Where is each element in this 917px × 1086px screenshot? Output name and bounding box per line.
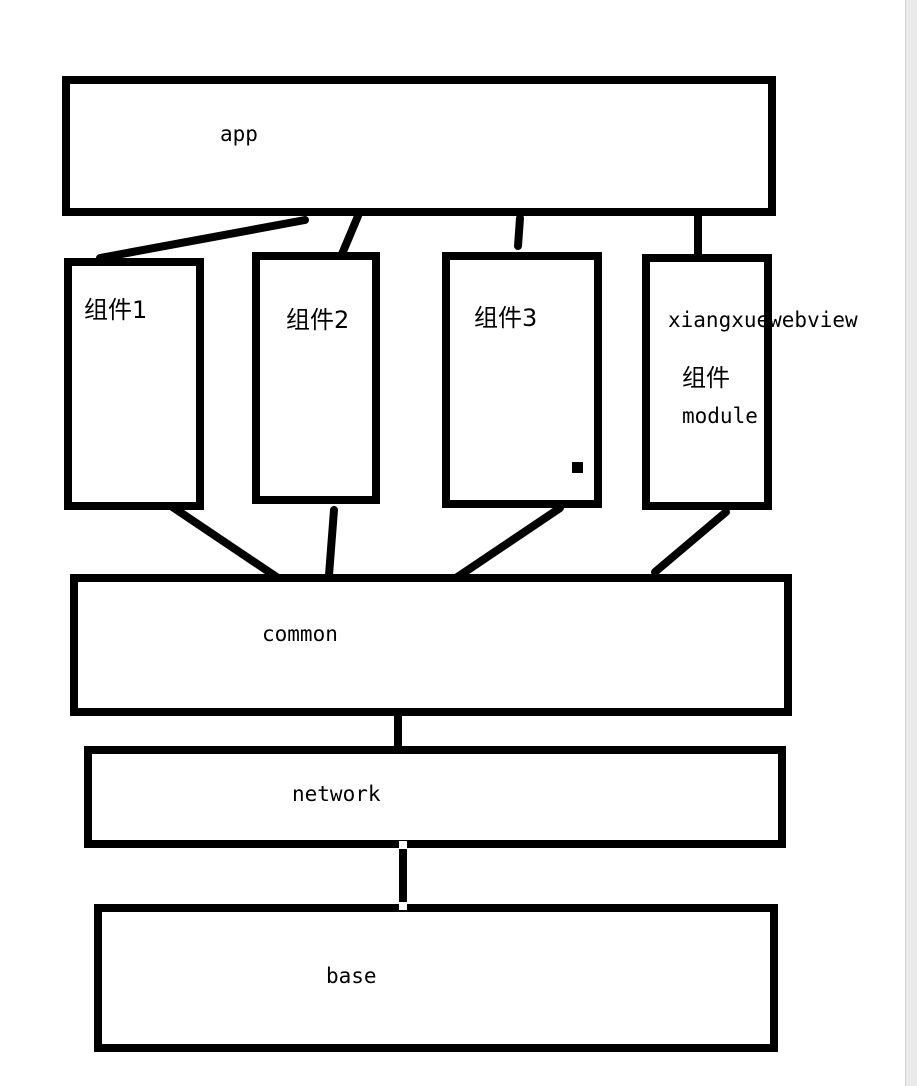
component-1-label: 组件1 — [84, 296, 148, 324]
network-box — [84, 746, 786, 848]
base-label: base — [326, 964, 377, 988]
component-4-box — [642, 254, 772, 510]
component-4-label-line2: 组件 — [682, 364, 730, 392]
edge-c3-common — [452, 504, 564, 582]
component-2-label: 组件2 — [286, 306, 350, 334]
app-label: app — [220, 122, 258, 146]
component-3-label: 组件3 — [474, 304, 538, 332]
common-label: common — [262, 622, 338, 646]
edge-c1-common — [164, 500, 282, 582]
base-box — [94, 904, 778, 1052]
component-1-box — [64, 258, 204, 510]
component-2-box — [252, 252, 380, 504]
window-edge-strip — [905, 0, 917, 1086]
edge-app-c3 — [514, 214, 524, 250]
app-box — [62, 76, 776, 216]
component-3-box — [442, 252, 602, 508]
common-box — [70, 574, 792, 716]
component-4-label-line1: xiangxuewebview — [668, 308, 858, 332]
network-label: network — [292, 782, 381, 806]
connector-gap-bottom — [399, 902, 407, 910]
edge-app-c1 — [96, 216, 309, 262]
connector-gap-top — [399, 841, 407, 849]
edge-c4-common — [651, 508, 730, 576]
component-3-marker — [572, 462, 583, 473]
edge-app-c2 — [338, 212, 362, 258]
component-4-label-line3: module — [682, 404, 758, 428]
